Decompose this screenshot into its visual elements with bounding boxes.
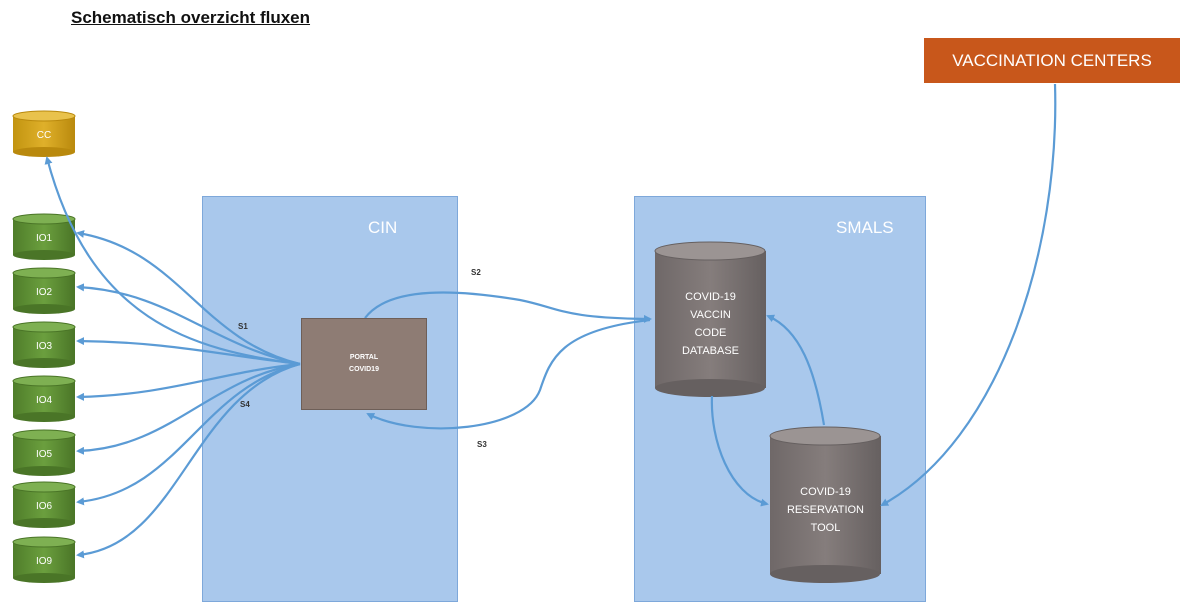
reservation-tool-label-line3: TOOL — [810, 522, 841, 534]
flow-label-s4: S4 — [240, 400, 250, 409]
cin-zone-label: CIN — [368, 218, 398, 237]
reservation-tool-database-cylinder — [769, 426, 881, 583]
io4-label: IO4 — [35, 395, 53, 406]
io5-label: IO5 — [35, 449, 53, 460]
io6-label: IO6 — [35, 501, 53, 512]
smals-zone-label: SMALS — [836, 218, 894, 237]
flow-label-s2: S2 — [471, 268, 481, 277]
io3-database-cylinder — [12, 321, 76, 368]
io9-database-cylinder — [12, 536, 76, 583]
flow-label-s3: S3 — [477, 440, 487, 449]
flow-arrow-centers-to-reservation — [880, 83, 1057, 506]
vaccin-database-label-line1: COVID-19 — [685, 291, 736, 303]
cc-database-cylinder — [12, 110, 76, 157]
flow-arrow-portal-io4 — [76, 362, 301, 401]
flow-arrow-portal-io3 — [76, 337, 301, 366]
flow-arrow-portal-cc — [44, 156, 301, 366]
flow-arrow-s3 — [366, 318, 651, 430]
vaccin-database-label-line3: CODE — [694, 327, 727, 339]
io5-database-cylinder — [12, 429, 76, 476]
portal-label-line1: PORTAL — [349, 354, 379, 362]
flow-arrow-db-to-reservation — [710, 395, 769, 507]
io2-label: IO2 — [35, 287, 53, 298]
vaccination-centers-box: VACCINATION CENTERS — [924, 38, 1180, 83]
io1-database-cylinder — [12, 213, 76, 260]
flow-arrow-portal-io9 — [76, 362, 301, 559]
flow-arrow-portal-io6 — [76, 362, 301, 506]
io3-label: IO3 — [35, 341, 53, 352]
flow-arrow-portal-io2 — [76, 283, 301, 366]
flow-arrow-reservation-to-db — [766, 314, 826, 426]
reservation-tool-label-line1: COVID-19 — [800, 486, 851, 498]
io9-label: IO9 — [35, 556, 53, 567]
vaccin-code-database-cylinder — [654, 241, 766, 397]
flow-arrow-portal-io1 — [76, 230, 301, 366]
reservation-tool-label-line2: RESERVATION — [786, 504, 865, 516]
flow-arrow-portal-io5 — [76, 362, 301, 455]
vaccin-database-label-line2: VACCIN — [690, 309, 731, 321]
io6-database-cylinder — [12, 481, 76, 528]
diagram-title: Schematisch overzicht fluxen — [71, 8, 311, 27]
io1-label: IO1 — [35, 233, 53, 244]
flow-label-s1: S1 — [238, 322, 248, 331]
io4-database-cylinder — [12, 375, 76, 422]
portal-covid19-box: PORTAL COVID19 — [301, 318, 427, 410]
portal-label-line2: COVID19 — [349, 366, 379, 373]
vaccin-database-label: COVID-19 VACCIN CODE DATABASE — [655, 288, 766, 360]
flow-arrow-s2 — [364, 291, 652, 323]
vaccination-centers-label: VACCINATION CENTERS — [952, 50, 1152, 70]
io2-database-cylinder — [12, 267, 76, 314]
cc-label: CC — [36, 130, 52, 141]
vaccin-database-label-line4: DATABASE — [681, 345, 740, 357]
reservation-tool-label: COVID-19 RESERVATION TOOL — [770, 483, 881, 537]
